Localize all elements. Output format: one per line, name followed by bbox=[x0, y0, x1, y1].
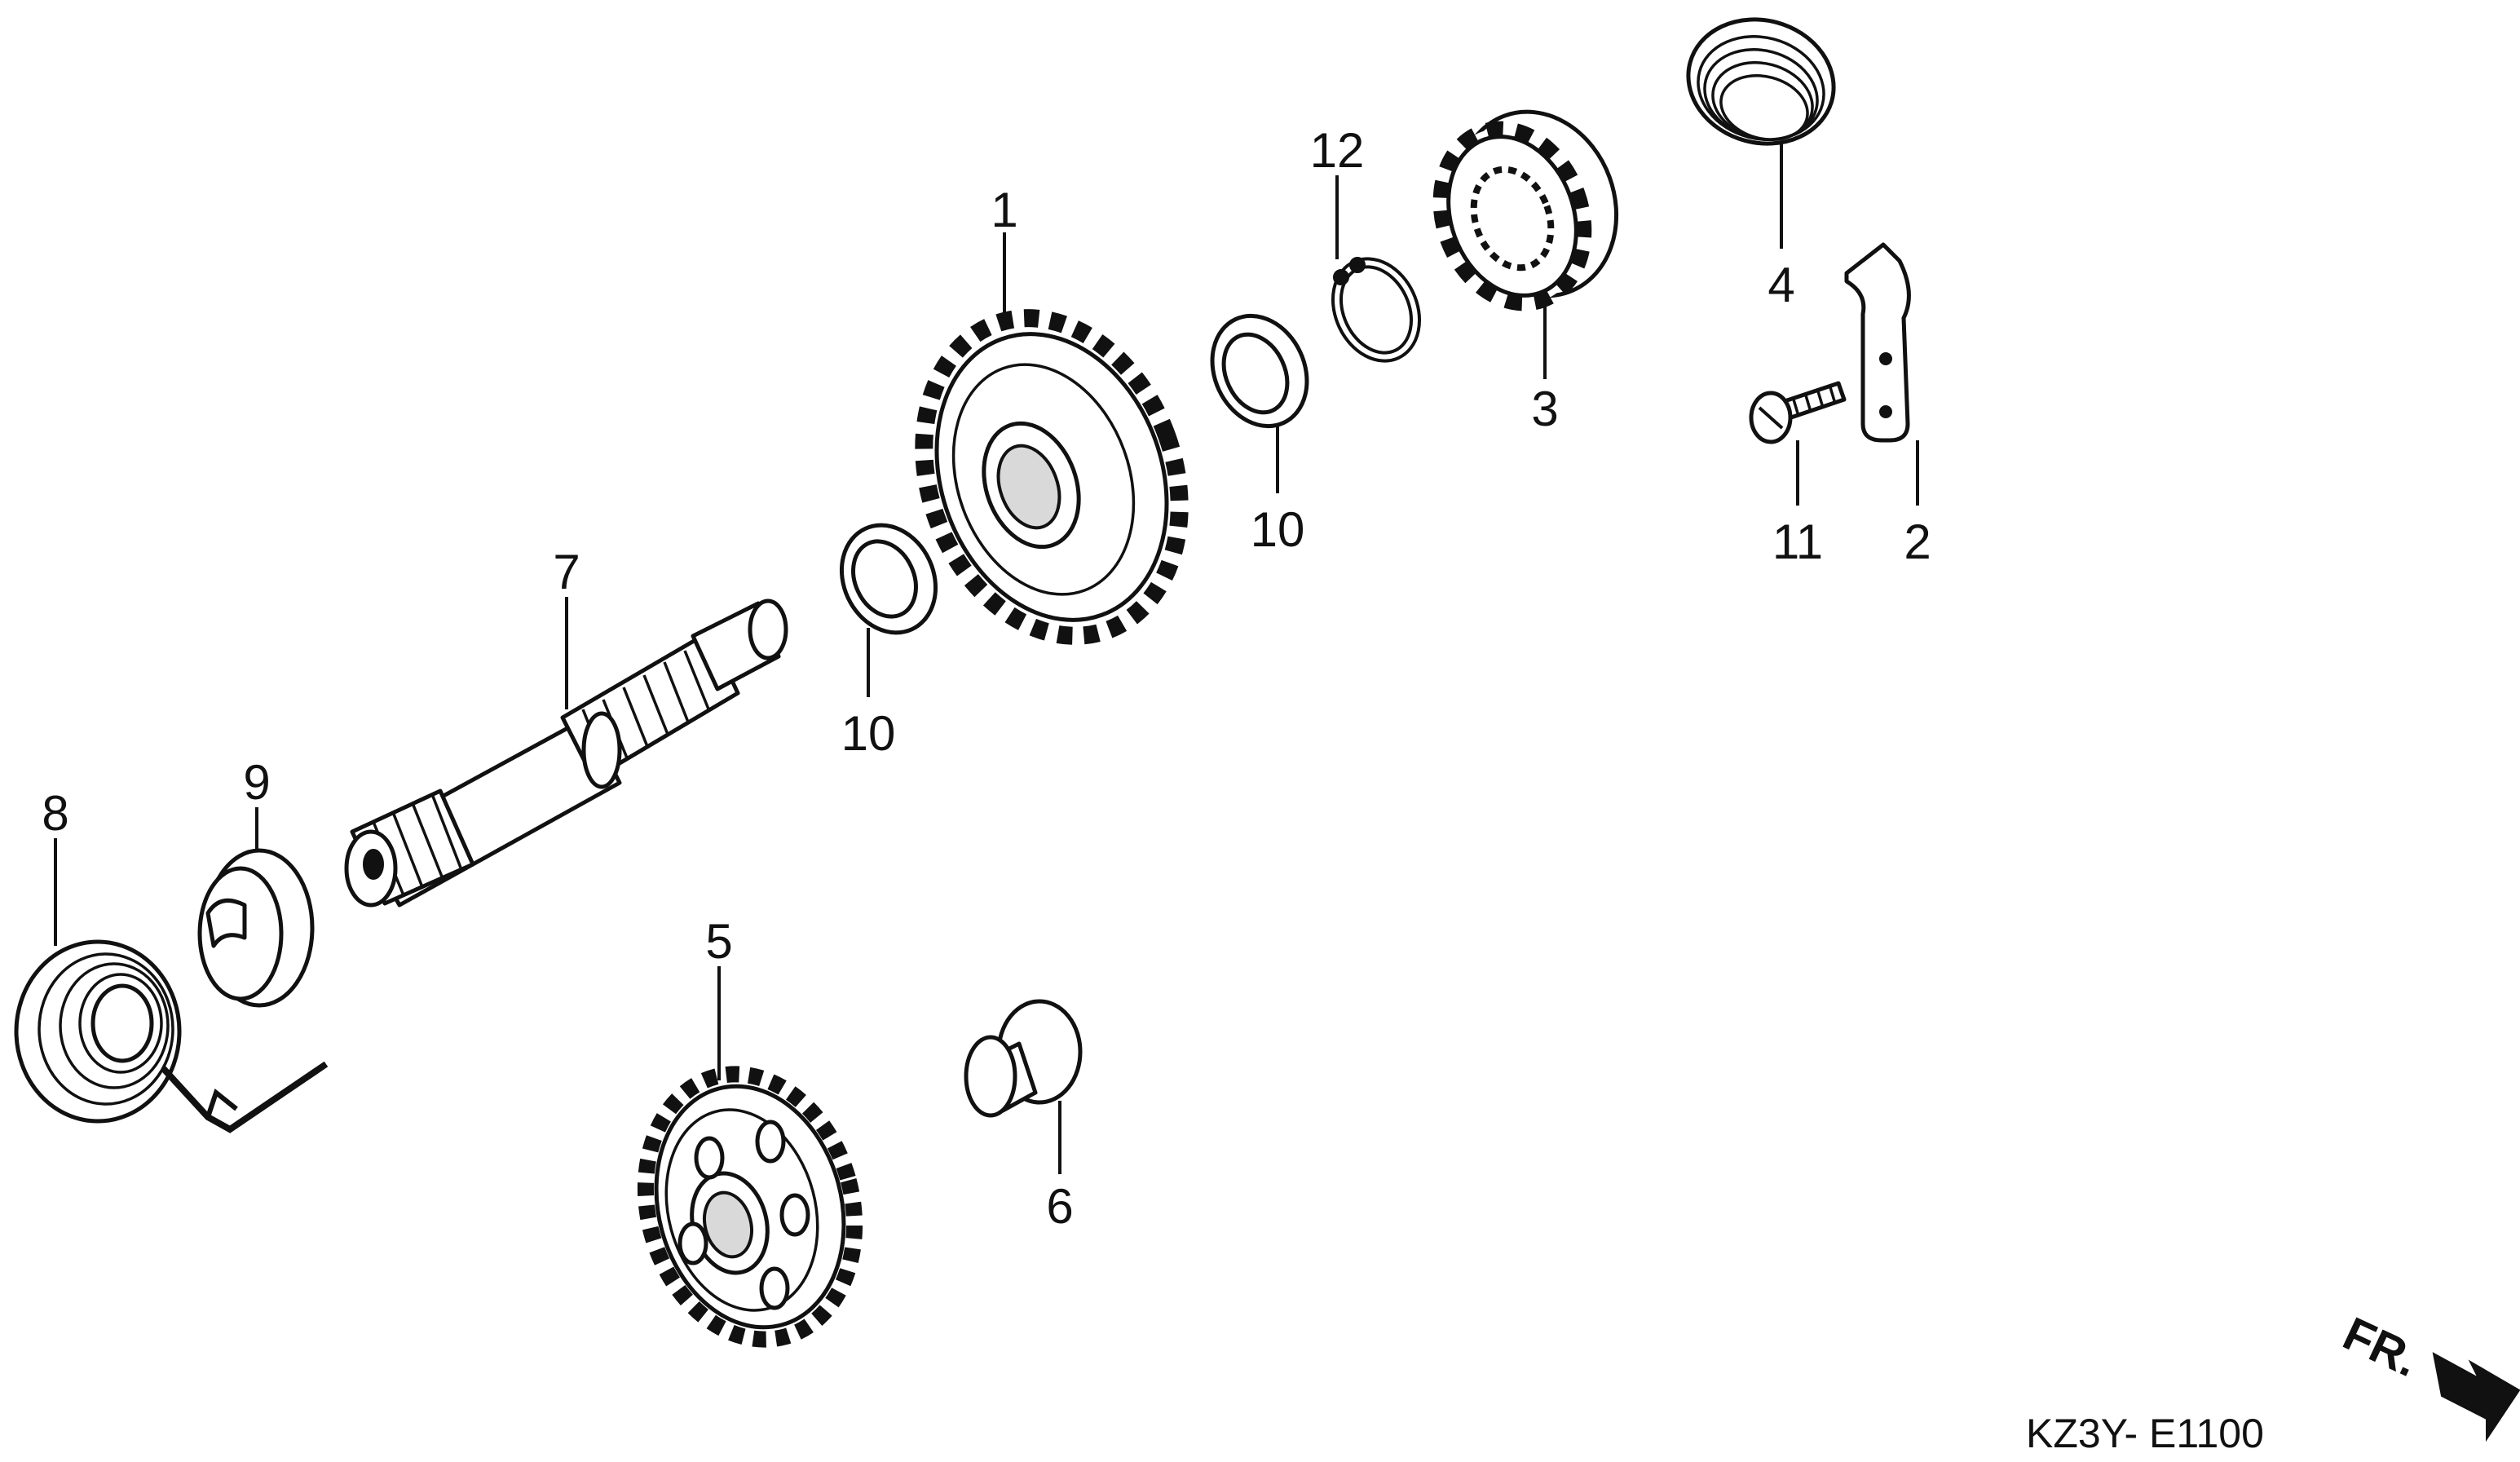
part-2-plate bbox=[1844, 242, 1911, 443]
callout-8: 8 bbox=[42, 786, 68, 841]
callout-5: 5 bbox=[705, 914, 732, 969]
part-3-ratchet bbox=[1432, 109, 1619, 311]
part-6-bushing bbox=[964, 999, 1083, 1118]
callout-7: 7 bbox=[553, 545, 580, 599]
callout-12: 12 bbox=[1310, 123, 1365, 178]
callout-4: 4 bbox=[1768, 258, 1794, 312]
part-10-washer-upper bbox=[1210, 313, 1309, 429]
leader-lines bbox=[54, 143, 1919, 1174]
callout-2: 2 bbox=[1904, 515, 1931, 569]
part-8-spring bbox=[14, 939, 329, 1133]
callout-10-lower: 10 bbox=[841, 706, 896, 761]
part-4-spring bbox=[1686, 17, 1836, 146]
callout-11: 11 bbox=[1772, 515, 1823, 569]
diagram-code: KZ3Y- E1100 bbox=[2026, 1411, 2264, 1456]
part-7-shaft bbox=[344, 598, 788, 908]
part-5-gear bbox=[637, 1066, 863, 1348]
part-11-bolt bbox=[1749, 381, 1847, 444]
front-arrow-icon bbox=[2432, 1352, 2520, 1442]
callout-1: 1 bbox=[991, 183, 1017, 237]
callout-9: 9 bbox=[243, 755, 270, 810]
front-direction-indicator: FR. bbox=[2336, 1307, 2520, 1442]
callout-3: 3 bbox=[1531, 382, 1558, 436]
part-9-collar bbox=[197, 848, 315, 1008]
callout-labels: 1 2 3 4 5 6 7 8 9 10 10 11 12 bbox=[42, 123, 1931, 1234]
part-12-snap-ring bbox=[1331, 257, 1422, 363]
part-1-gear bbox=[915, 309, 1189, 645]
part-10-washer-lower bbox=[839, 523, 938, 635]
callout-10-upper: 10 bbox=[1251, 502, 1305, 557]
callout-6: 6 bbox=[1046, 1179, 1073, 1234]
front-direction-label: FR. bbox=[2336, 1307, 2427, 1387]
